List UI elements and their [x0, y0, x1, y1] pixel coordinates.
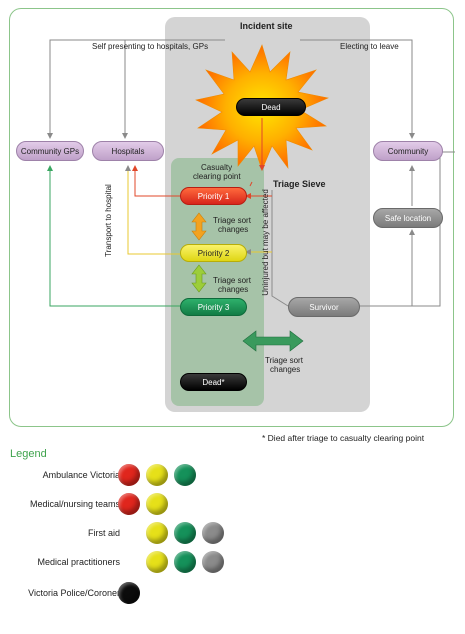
community-node: Community	[373, 141, 443, 161]
diagram-frame	[9, 8, 454, 427]
priority-3-node: Priority 3	[180, 298, 247, 316]
legend-row-label: Ambulance Victoria	[42, 470, 120, 480]
incident-site-title: Incident site	[240, 21, 293, 31]
legend-dot-gray	[202, 551, 224, 573]
survivor-node: Survivor	[288, 297, 360, 317]
triage-sort-changes-3-line2: changes	[270, 365, 301, 374]
priority-1-node: Priority 1	[180, 187, 247, 205]
safe-location-node: Safe location	[373, 208, 443, 228]
priority-2-node: Priority 2	[180, 244, 247, 262]
legend-row-label: Victoria Police/Coroner	[28, 588, 120, 598]
electing-to-leave-label: Electing to leave	[340, 42, 399, 51]
hospitals-node: Hospitals	[92, 141, 164, 161]
legend-row: Medical practitioners	[0, 549, 465, 579]
legend-row-label: Medical practitioners	[37, 557, 120, 567]
footnote: * Died after triage to casualty clearing…	[262, 433, 425, 443]
ccp-title-line2: clearing point	[193, 172, 241, 181]
legend-dot-yellow	[146, 493, 168, 515]
legend-dot-green	[174, 522, 196, 544]
ccp-title-line1: Casualty	[201, 163, 233, 172]
uninjured-label: Uninjured but may be affected	[260, 189, 270, 296]
legend-dot-yellow	[146, 464, 168, 486]
legend-dot-red	[118, 493, 140, 515]
legend-row: First aid	[0, 520, 465, 550]
triage-sieve-label: Triage Sieve	[273, 179, 326, 189]
legend-title: Legend	[10, 448, 47, 460]
legend-row: Victoria Police/Coroner	[0, 580, 465, 610]
legend-row: Ambulance Victoria	[0, 462, 465, 492]
self-presenting-label: Self presenting to hospitals, GPs	[92, 42, 209, 51]
triage-sort-arrow-2	[191, 264, 207, 293]
legend-dot-green	[174, 464, 196, 486]
triage-sort-changes-2-line1: Triage sort	[213, 276, 251, 285]
legend-dot-black	[118, 582, 140, 604]
transport-to-hospital-label: Transport to hospital	[103, 184, 113, 257]
dead-star-node: Dead*	[180, 373, 247, 391]
triage-sort-changes-1-line2: changes	[218, 225, 249, 234]
triage-sort-changes-3-line1: Triage sort	[265, 356, 303, 365]
legend-dot-yellow	[146, 551, 168, 573]
triage-sort-changes-1-line1: Triage sort	[213, 216, 251, 225]
legend-row-label: Medical/nursing teams	[29, 499, 120, 509]
legend-row: Medical/nursing teams	[0, 491, 465, 521]
legend-dot-green	[174, 551, 196, 573]
triage-sort-arrow-1	[191, 212, 207, 241]
legend-row-label: First aid	[87, 528, 120, 538]
legend-dot-red	[118, 464, 140, 486]
legend-dot-gray	[202, 522, 224, 544]
triage-sort-arrow-3	[242, 330, 304, 352]
triage-sort-changes-2-line2: changes	[218, 285, 249, 294]
legend-dot-yellow	[146, 522, 168, 544]
community-gps-node: Community GPs	[16, 141, 84, 161]
dead-node: Dead	[236, 98, 306, 116]
